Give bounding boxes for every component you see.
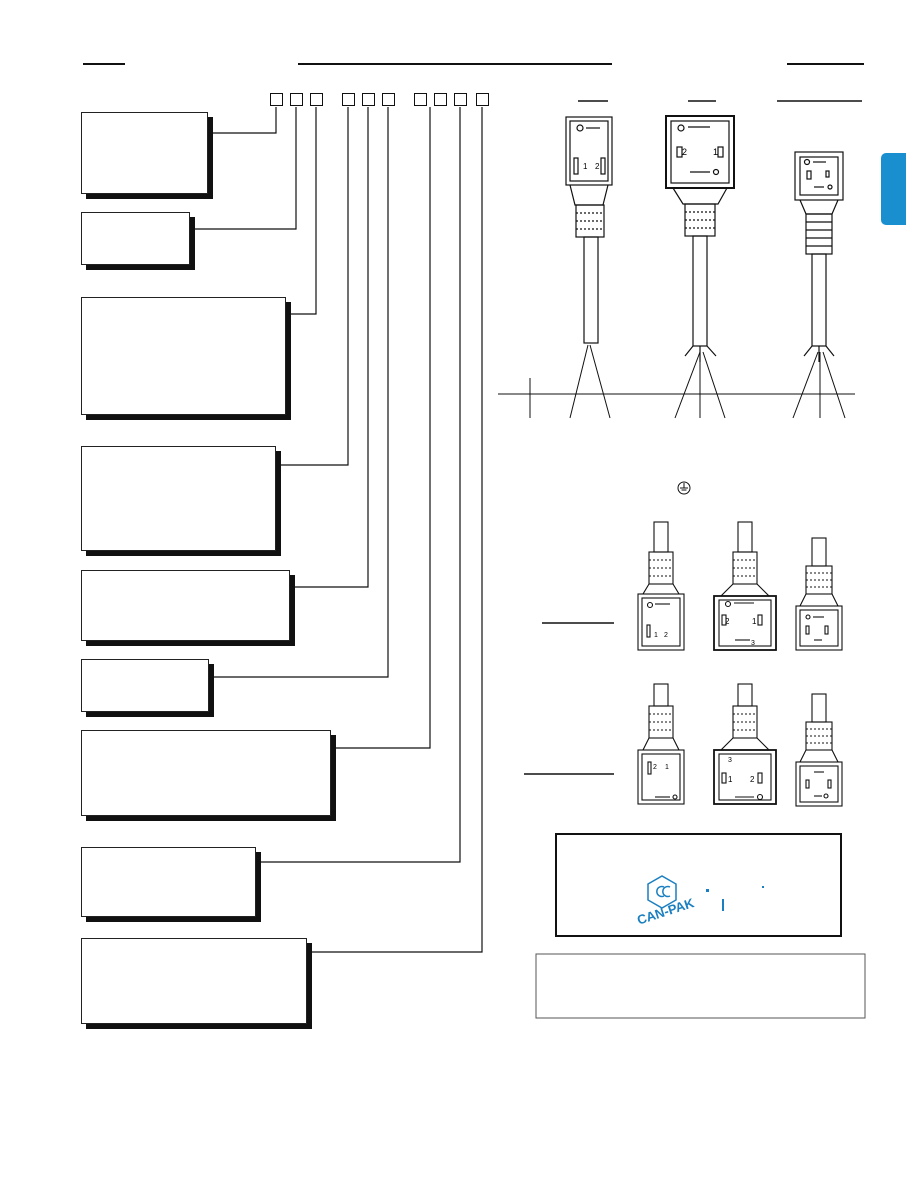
code-digit-box (362, 93, 375, 106)
row-label-rules (524, 622, 614, 775)
option-box-2 (81, 212, 190, 265)
note-box (535, 953, 866, 1019)
option-box-1 (81, 112, 208, 194)
code-digit-box (342, 93, 355, 106)
connector-row2-c (795, 693, 843, 807)
code-digit-box (454, 93, 467, 106)
pin-label: 1 (654, 632, 658, 639)
pin-label: 2 (653, 764, 657, 771)
connector-row1-a (637, 521, 685, 651)
pin-label: 1 (752, 617, 757, 626)
option-box-4 (81, 446, 276, 551)
connector-row2-a (637, 683, 685, 805)
code-digit-box (414, 93, 427, 106)
leader-lines (192, 107, 483, 953)
code-digit-box (310, 93, 323, 106)
pin-label: 2 (595, 162, 600, 171)
pin-label: 1 (665, 764, 669, 771)
option-box-3 (81, 297, 286, 415)
pin-label: 1 (713, 147, 718, 157)
certification-box (555, 833, 842, 937)
pin-label: 1 (583, 162, 588, 171)
pin-label: 3 (751, 640, 755, 647)
option-box-5 (81, 570, 290, 641)
option-box-9 (81, 938, 307, 1024)
pin-label: 2 (664, 632, 668, 639)
option-box-7 (81, 730, 331, 816)
connector-row1-c (795, 537, 843, 651)
ground-symbol-icon (677, 481, 691, 495)
can-pak-logo: CAN-PAK (635, 875, 764, 928)
pin-label: 1 (728, 775, 733, 784)
connector-row1-b (713, 521, 777, 651)
code-digit-box (290, 93, 303, 106)
logo-brand-text: CAN-PAK (635, 895, 696, 928)
code-digit-box (382, 93, 395, 106)
connector-top-c (794, 151, 844, 362)
code-digit-box (476, 93, 489, 106)
connector-row2-b (713, 683, 777, 805)
connector-top-b (665, 115, 735, 362)
pin-label: 2 (750, 775, 755, 784)
connector-top-a (565, 116, 613, 344)
section-tab[interactable] (881, 153, 906, 225)
code-digit-box (434, 93, 447, 106)
option-box-8 (81, 847, 256, 917)
pin-label: 2 (725, 617, 730, 626)
option-box-6 (81, 659, 209, 712)
pin-label: 3 (728, 757, 732, 764)
wire-callout-lines (498, 344, 855, 419)
code-digit-box (270, 93, 283, 106)
pin-label: 2 (682, 147, 687, 157)
